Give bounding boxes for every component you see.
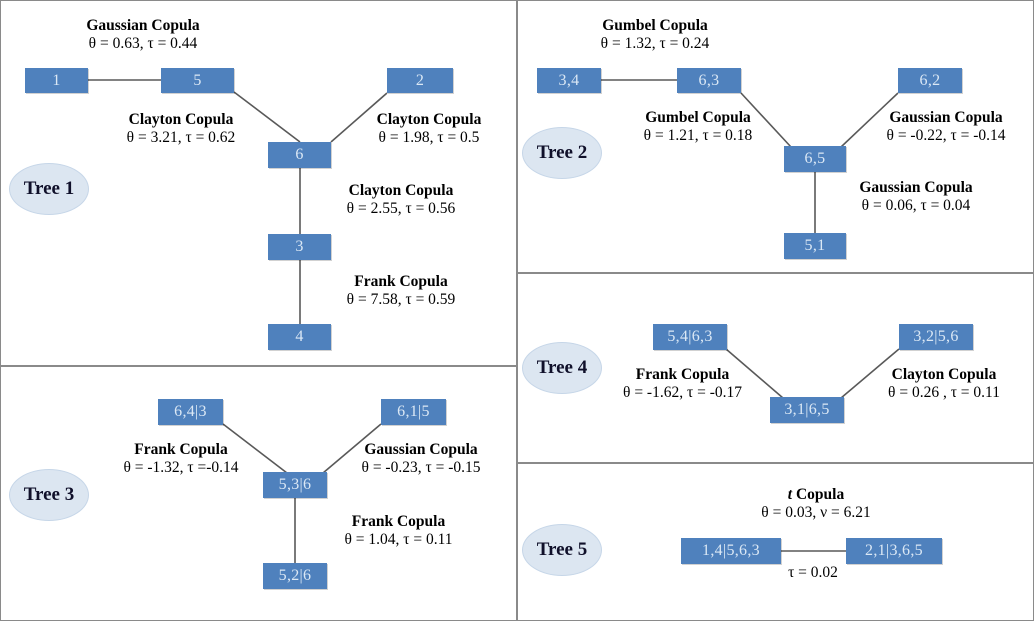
edge-label-t4-5463-3165: Frank Copula θ = -1.62, τ = -0.17 xyxy=(585,366,780,403)
node-t1-4[interactable]: 4 xyxy=(268,324,331,350)
edge-label-t1-6-3: Clayton Copula θ = 2.55, τ = 0.56 xyxy=(311,182,491,219)
divider-right-tree2-tree4 xyxy=(516,272,1033,274)
copula-params: θ = 0.03, ν = 6.21 xyxy=(761,504,871,522)
copula-name: Frank Copula xyxy=(134,441,228,458)
copula-name: Clayton Copula xyxy=(376,111,482,128)
divider-right-tree4-tree5 xyxy=(516,462,1033,464)
copula-name: Clayton Copula xyxy=(891,366,997,383)
copula-name: Gumbel Copula xyxy=(645,109,751,126)
node-t3-6-1-5[interactable]: 6,1|5 xyxy=(381,399,446,425)
node-t2-6-3[interactable]: 6,3 xyxy=(677,68,741,93)
edge-label-t5-tau: τ = 0.02 xyxy=(743,564,883,582)
node-t2-6-2[interactable]: 6,2 xyxy=(898,68,962,93)
copula-params: θ = 0.26 , τ = 0.11 xyxy=(888,384,1000,402)
edge-label-t2-63-65: Gumbel Copula θ = 1.21, τ = 0.18 xyxy=(608,109,788,146)
edge-label-t3-643-536: Frank Copula θ = -1.32, τ =-0.14 xyxy=(86,441,276,478)
copula-name: Frank Copula xyxy=(635,366,730,383)
node-t3-5-3-6[interactable]: 5,3|6 xyxy=(263,472,327,498)
tree-badge-1: Tree 1 xyxy=(9,163,89,215)
node-t2-6-5[interactable]: 6,5 xyxy=(784,146,846,172)
copula-name: Clayton Copula xyxy=(348,182,454,199)
node-t4-5-4-6-3[interactable]: 5,4|6,3 xyxy=(653,324,727,350)
node-t2-5-1[interactable]: 5,1 xyxy=(784,233,846,259)
copula-name: Gaussian Copula xyxy=(364,441,478,458)
node-t4-3-2-5-6[interactable]: 3,2|5,6 xyxy=(899,324,973,350)
copula-params: θ = 1.32, τ = 0.24 xyxy=(600,35,710,53)
copula-params: θ = 2.55, τ = 0.56 xyxy=(346,200,456,218)
node-t4-3-1-6-5[interactable]: 3,1|6,5 xyxy=(770,397,844,423)
edge-label-t3-615-536: Gaussian Copula θ = -0.23, τ = -0.15 xyxy=(326,441,516,478)
edge-label-t2-62-65: Gaussian Copula θ = -0.22, τ = -0.14 xyxy=(856,109,1033,146)
tree-badge-2: Tree 2 xyxy=(522,127,602,179)
copula-name-italic-t: t xyxy=(787,486,793,503)
copula-params: θ = -1.62, τ = -0.17 xyxy=(623,384,742,402)
copula-name: t Copula xyxy=(721,486,911,504)
copula-name: Frank Copula xyxy=(354,273,448,290)
tree-badge-4: Tree 4 xyxy=(522,342,602,394)
copula-name: Gumbel Copula xyxy=(602,17,708,34)
copula-name: Gaussian Copula xyxy=(889,109,1003,126)
copula-params: θ = 1.98, τ = 0.5 xyxy=(378,129,480,147)
copula-params: θ = -0.23, τ = -0.15 xyxy=(361,459,481,477)
edge-label-t2-65-51: Gaussian Copula θ = 0.06, τ = 0.04 xyxy=(826,179,1006,216)
node-t3-6-4-3[interactable]: 6,4|3 xyxy=(158,399,223,425)
copula-params: θ = -1.32, τ =-0.14 xyxy=(123,459,239,477)
edge-label-t1-1-5: Gaussian Copula θ = 0.63, τ = 0.44 xyxy=(53,17,233,54)
divider-vertical-main xyxy=(516,1,518,620)
copula-name-suffix: Copula xyxy=(792,486,845,503)
node-t1-5[interactable]: 5 xyxy=(161,68,234,93)
edge-label-t5-copula: t Copula θ = 0.03, ν = 6.21 xyxy=(721,486,911,523)
copula-params: θ = 0.06, τ = 0.04 xyxy=(861,197,971,215)
copula-params: θ = 7.58, τ = 0.59 xyxy=(346,291,456,309)
copula-params: θ = -0.22, τ = -0.14 xyxy=(886,127,1006,145)
edge-label-t1-2-6: Clayton Copula θ = 1.98, τ = 0.5 xyxy=(339,111,519,148)
node-t5-1-4-5-6-3[interactable]: 1,4|5,6,3 xyxy=(681,538,781,564)
tau-value: τ = 0.02 xyxy=(788,564,838,581)
copula-name: Frank Copula xyxy=(351,513,446,530)
divider-left-tree1-tree3 xyxy=(1,365,517,367)
node-t1-3[interactable]: 3 xyxy=(268,234,331,260)
copula-params: θ = 3.21, τ = 0.62 xyxy=(126,129,236,147)
node-t5-2-1-3-6-5[interactable]: 2,1|3,6,5 xyxy=(846,538,942,564)
node-t1-6[interactable]: 6 xyxy=(268,142,331,168)
edge-label-t4-3256-3165: Clayton Copula θ = 0.26 , τ = 0.11 xyxy=(849,366,1033,403)
edge-label-t3-536-526: Frank Copula θ = 1.04, τ = 0.11 xyxy=(306,513,491,550)
copula-params: θ = 1.21, τ = 0.18 xyxy=(643,127,753,145)
edge-label-t2-34-63: Gumbel Copula θ = 1.32, τ = 0.24 xyxy=(565,17,745,54)
copula-params: θ = 1.04, τ = 0.11 xyxy=(344,531,453,549)
tree-badge-3: Tree 3 xyxy=(9,469,89,521)
tree-badge-5: Tree 5 xyxy=(522,524,602,576)
node-t3-5-2-6[interactable]: 5,2|6 xyxy=(263,563,327,589)
edge-label-t1-3-4: Frank Copula θ = 7.58, τ = 0.59 xyxy=(311,273,491,310)
copula-params: θ = 0.63, τ = 0.44 xyxy=(88,35,198,53)
copula-name: Clayton Copula xyxy=(128,111,234,128)
copula-name: Gaussian Copula xyxy=(859,179,973,196)
copula-name: Gaussian Copula xyxy=(86,17,200,34)
edge-label-t1-5-6: Clayton Copula θ = 3.21, τ = 0.62 xyxy=(91,111,271,148)
node-t1-2[interactable]: 2 xyxy=(387,68,453,93)
node-t2-3-4[interactable]: 3,4 xyxy=(537,68,601,93)
node-t1-1[interactable]: 1 xyxy=(25,68,88,93)
